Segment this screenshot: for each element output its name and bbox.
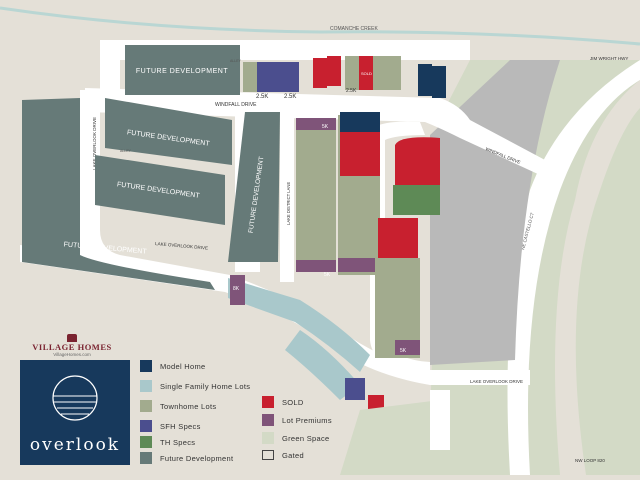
legend-label: Townhome Lots bbox=[160, 402, 216, 411]
townhome-column-a bbox=[296, 112, 380, 275]
future-dev-swatch bbox=[140, 452, 152, 464]
legend-th-specs: TH Specs bbox=[140, 436, 195, 448]
legend-sfh-lots: Single Family Home Lots bbox=[140, 380, 250, 392]
future-dev-north-label: FUTURE DEVELOPMENT bbox=[136, 68, 228, 75]
legend-label: Model Home bbox=[160, 362, 206, 371]
windfall-drive-label: WINDFALL DRIVE bbox=[215, 102, 257, 108]
jim-wright-hwy-label: JIM WRIGHT HWY bbox=[590, 56, 628, 61]
legend-label: TH Specs bbox=[160, 438, 195, 447]
legend-label: Green Space bbox=[282, 434, 330, 443]
builder-name: VILLAGE HOMES bbox=[22, 342, 122, 352]
lake-overlook-east-label: LAKE OVERLOOK DRIVE bbox=[470, 379, 523, 384]
premium-lot-3: 5K bbox=[400, 348, 407, 354]
spec-price-2: 2.5K bbox=[284, 94, 296, 100]
spec-price-3: 2.5K bbox=[346, 88, 357, 94]
legend-label: Lot Premiums bbox=[282, 416, 332, 425]
legend-label: Single Family Home Lots bbox=[160, 382, 250, 391]
sold-swatch bbox=[262, 396, 274, 408]
legend-lot-premiums: Lot Premiums bbox=[262, 414, 332, 426]
overlook-brand-panel: overlook bbox=[20, 360, 130, 465]
builder-house-icon bbox=[67, 334, 77, 342]
model-home-swatch bbox=[140, 360, 152, 372]
premium-lot-4: 8K bbox=[233, 286, 240, 292]
lot-premiums-swatch bbox=[262, 414, 274, 426]
alley-label-2: ALLEY bbox=[120, 149, 132, 153]
legend-label: Gated bbox=[282, 451, 304, 460]
legend-label: Future Development bbox=[160, 454, 233, 463]
legend-sfh-specs: SFH Specs bbox=[140, 420, 201, 432]
creek-label: COMANCHE CREEK bbox=[330, 26, 378, 32]
townhome-lots-swatch bbox=[140, 400, 152, 412]
lake-district-lane-label: LAKE DISTRICT LANE bbox=[286, 182, 291, 225]
legend-model-home: Model Home bbox=[140, 360, 206, 372]
legend-gated: Gated bbox=[262, 450, 304, 460]
th-specs-swatch bbox=[140, 436, 152, 448]
premium-lot-2: 5K bbox=[322, 124, 329, 130]
premium-lot-1: 5K bbox=[324, 272, 331, 278]
map-legend: Model Home Single Family Home Lots Townh… bbox=[140, 360, 380, 470]
legend-townhome-lots: Townhome Lots bbox=[140, 400, 216, 412]
nw-loop-820-label: NW LOOP 820 bbox=[575, 458, 605, 463]
sfh-specs-swatch bbox=[140, 420, 152, 432]
builder-logo: VILLAGE HOMES VillageHomes.com bbox=[22, 334, 122, 357]
spec-price-1: 2.5K bbox=[256, 94, 268, 100]
legend-label: SOLD bbox=[282, 398, 304, 407]
green-space-swatch bbox=[262, 432, 274, 444]
legend-label: SFH Specs bbox=[160, 422, 201, 431]
sfh-lots-swatch bbox=[140, 380, 152, 392]
gated-icon bbox=[262, 450, 274, 460]
legend-sold: SOLD bbox=[262, 396, 304, 408]
brand-wordmark: overlook bbox=[20, 435, 130, 455]
nw-loop-road bbox=[430, 390, 450, 450]
legend-green-space: Green Space bbox=[262, 432, 330, 444]
sold-north-1: SOLD bbox=[361, 71, 372, 76]
builder-url: VillageHomes.com bbox=[22, 352, 122, 357]
legend-future-development: Future Development bbox=[140, 452, 233, 464]
alley-label-1: ALLEY bbox=[230, 59, 242, 63]
